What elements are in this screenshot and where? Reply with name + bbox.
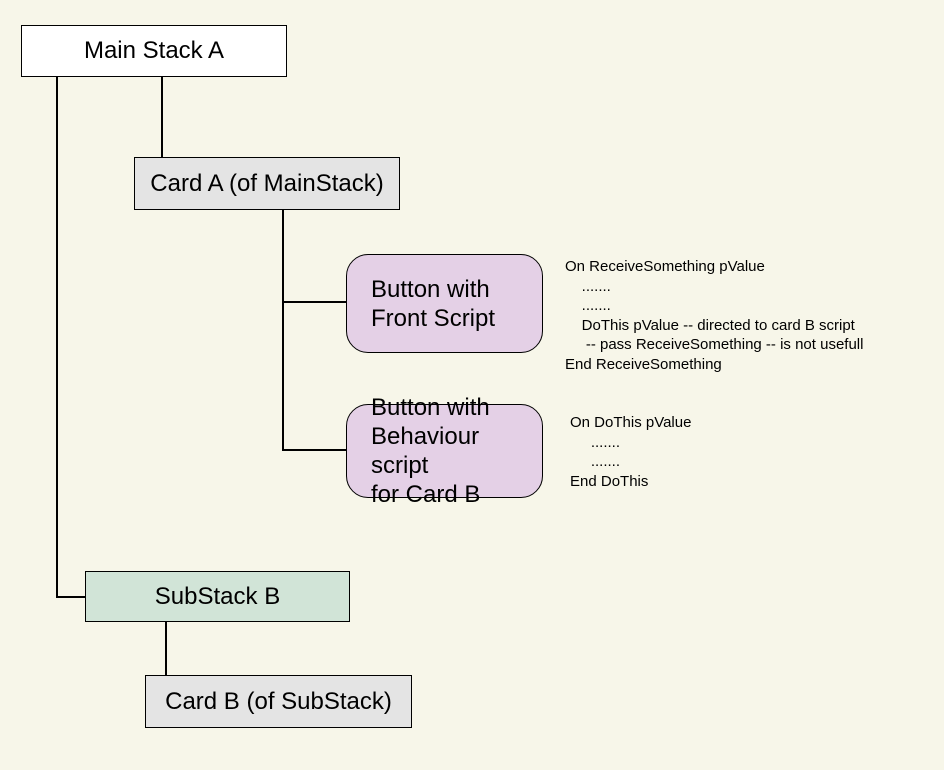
node-card-b: Card B (of SubStack) (145, 675, 412, 728)
connector-carda-to-buttons-vertical (282, 210, 284, 451)
connector-branch-to-front-script-button (282, 301, 347, 303)
node-main-stack-a: Main Stack A (21, 25, 287, 77)
node-button-behaviour-script: Button with Behaviour script for Card B (346, 394, 543, 508)
node-button-front-script-label: Button with Front Script (371, 275, 496, 332)
node-substack-b-label: SubStack B (154, 582, 281, 610)
front-script-code-text: On ReceiveSomething pValue ....... .....… (565, 258, 864, 373)
node-button-behaviour-script-label: Button with Behaviour script for Card B (371, 394, 490, 508)
node-substack-b: SubStack B (85, 571, 350, 622)
node-card-a: Card A (of MainStack) (134, 157, 400, 210)
node-main-stack-a-label: Main Stack A (83, 37, 225, 64)
node-card-a-label: Card A (of MainStack) (150, 169, 384, 197)
connector-mainstack-to-substack-vertical (56, 77, 58, 598)
connector-mainstack-to-substack-elbow (56, 596, 85, 598)
node-button-front-script: Button with Front Script (346, 254, 543, 353)
node-card-b-label: Card B (of SubStack) (165, 687, 392, 715)
connector-substack-to-cardb (165, 622, 167, 675)
connector-mainstack-to-carda (161, 77, 163, 157)
connector-branch-to-behaviour-script-button (282, 449, 347, 451)
behaviour-script-code-text: On DoThis pValue ....... ....... End DoT… (570, 414, 692, 490)
